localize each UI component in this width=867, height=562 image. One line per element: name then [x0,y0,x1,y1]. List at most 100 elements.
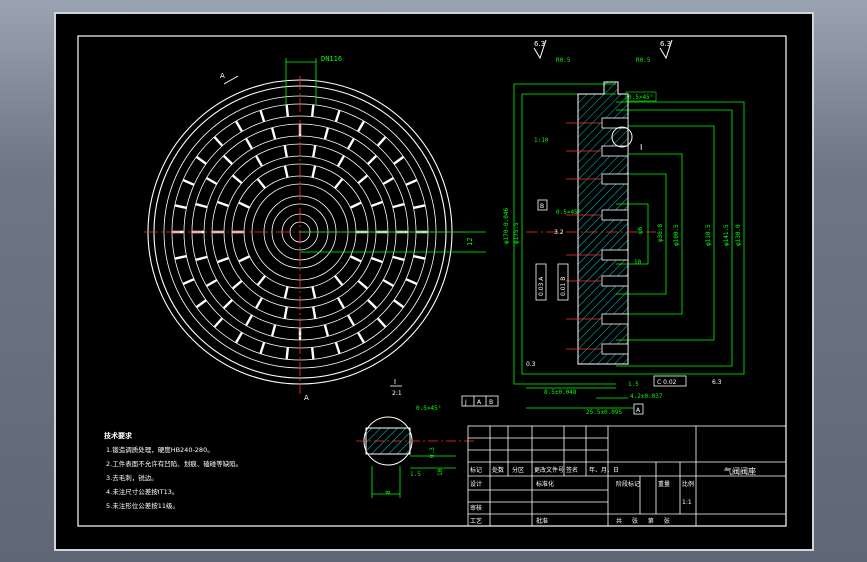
dim-bottom-4: 25.5±0.095 [586,409,623,416]
tb-label-2: 分区 [512,466,524,474]
ratio-text: 1:10 [534,137,549,144]
note-item-2: 3.去毛刺，锐边。 [106,473,158,482]
slot [285,104,289,117]
dim-vertical-4: φ141.5 [723,224,730,246]
tb-audit: 审核 [470,504,482,512]
slot [174,204,187,209]
slot [195,203,208,209]
chamfer-45-box [625,91,657,102]
dim-vertical-2: φ100.5 [673,224,680,246]
slot [195,255,208,261]
chamfer-right: R0.5 [636,57,651,64]
small-dim-0: φ6 [637,226,644,234]
slot [334,178,343,189]
gdt-bottom-text: C 0.02 [657,379,677,386]
detail-tol-2: B [489,399,493,406]
dim-top-text: DN116 [321,55,342,63]
roughness-symbol-right [659,39,673,60]
slot [334,275,343,286]
slot [232,280,243,290]
detail-scale: 2:1 [392,390,402,397]
detail-view: I 2:1 0.5×45° J A B 1.5 8 10 0.3 [356,378,499,498]
tb-process: 工艺 [470,517,482,525]
datum-b-text: B [540,203,544,210]
tooth-groove [601,173,629,185]
slot [206,177,218,185]
section-mark-top: A [220,72,225,80]
drawing-title: 气阀阀座 [724,466,756,476]
chamfer-45-text: 0.5×45° [628,94,653,101]
slot [182,278,195,285]
technical-notes: 技术要求 1.锻造调质处理，硬度HB240-280。 2.工件表面不允许有凹陷、… [104,431,242,510]
slot [206,279,218,287]
dim-vertical-5: φ130.0 [735,224,742,246]
tb-standard: 标准化 [536,480,554,488]
slot [405,278,418,285]
dim-right-text: 12 [466,238,474,246]
tb-label-1: 处数 [492,466,504,474]
datum-a-text: A [636,407,641,414]
slot [174,255,187,260]
section-view: I 6.3 6.3 R0.5 R0.5 0.5×45° 1:10 B 0.5×4… [503,39,745,416]
slot [371,257,383,263]
slot [312,145,317,158]
slot [337,297,345,309]
slot [350,201,362,209]
slot [347,138,355,150]
slot [182,179,195,186]
slot [245,138,253,150]
note-item-3: 4.未注尺寸公差按IT13。 [106,487,178,496]
title-block [467,425,787,527]
slot [217,201,229,207]
tooth-groove [601,275,629,287]
note-item-4: 5.未注形位公差按11级。 [106,501,179,510]
gdt-text-0: 0.03 A [538,276,545,296]
slot [311,104,315,117]
slot [357,120,365,132]
slot [213,136,223,147]
dim-vertical-3: φ110.5 [705,224,712,246]
dim-bottom-2: 8.5±0.048 [544,389,577,396]
detail-tol-frame: J A B [461,395,499,407]
slot [334,110,341,122]
section-arrow-top [223,75,239,85]
section-mark-bottom: A [304,394,309,402]
slot [393,299,404,308]
tb-scale-value: 1:1 [682,499,692,506]
datum-b-box [537,199,548,211]
datum-a-box [633,403,644,415]
slot [213,317,223,328]
slot [271,127,277,140]
slot [311,347,315,360]
slot [271,324,277,337]
tooth-groove [601,145,629,157]
slot [323,127,329,140]
slot [259,342,266,354]
slot [235,332,243,344]
gdt-text-1: 0.01 B [560,277,567,296]
slot [283,286,289,299]
slot [334,342,341,354]
slot [323,324,329,337]
chamfer-top: R0.5 [556,57,571,64]
slot [235,120,243,132]
slot [377,317,387,328]
slot [283,145,288,158]
small-dim-1: φ36.8 [657,224,664,242]
detail-dim-lines [371,455,456,498]
slot [405,179,418,186]
slot [382,279,394,287]
dim-3-2: 3.2 [554,229,564,236]
slot [196,156,207,165]
dimension-brackets [513,83,745,385]
section-teeth [566,117,629,355]
slot [223,155,233,165]
tb-label-5: 年、月、日 [589,466,619,474]
tb-design: 设计 [470,480,482,488]
slot [283,306,288,319]
tb-label-4: 签名 [566,466,578,474]
slot [392,203,405,209]
detail-circle [611,126,633,148]
dim-bottom-1: 1.5 [628,381,639,388]
